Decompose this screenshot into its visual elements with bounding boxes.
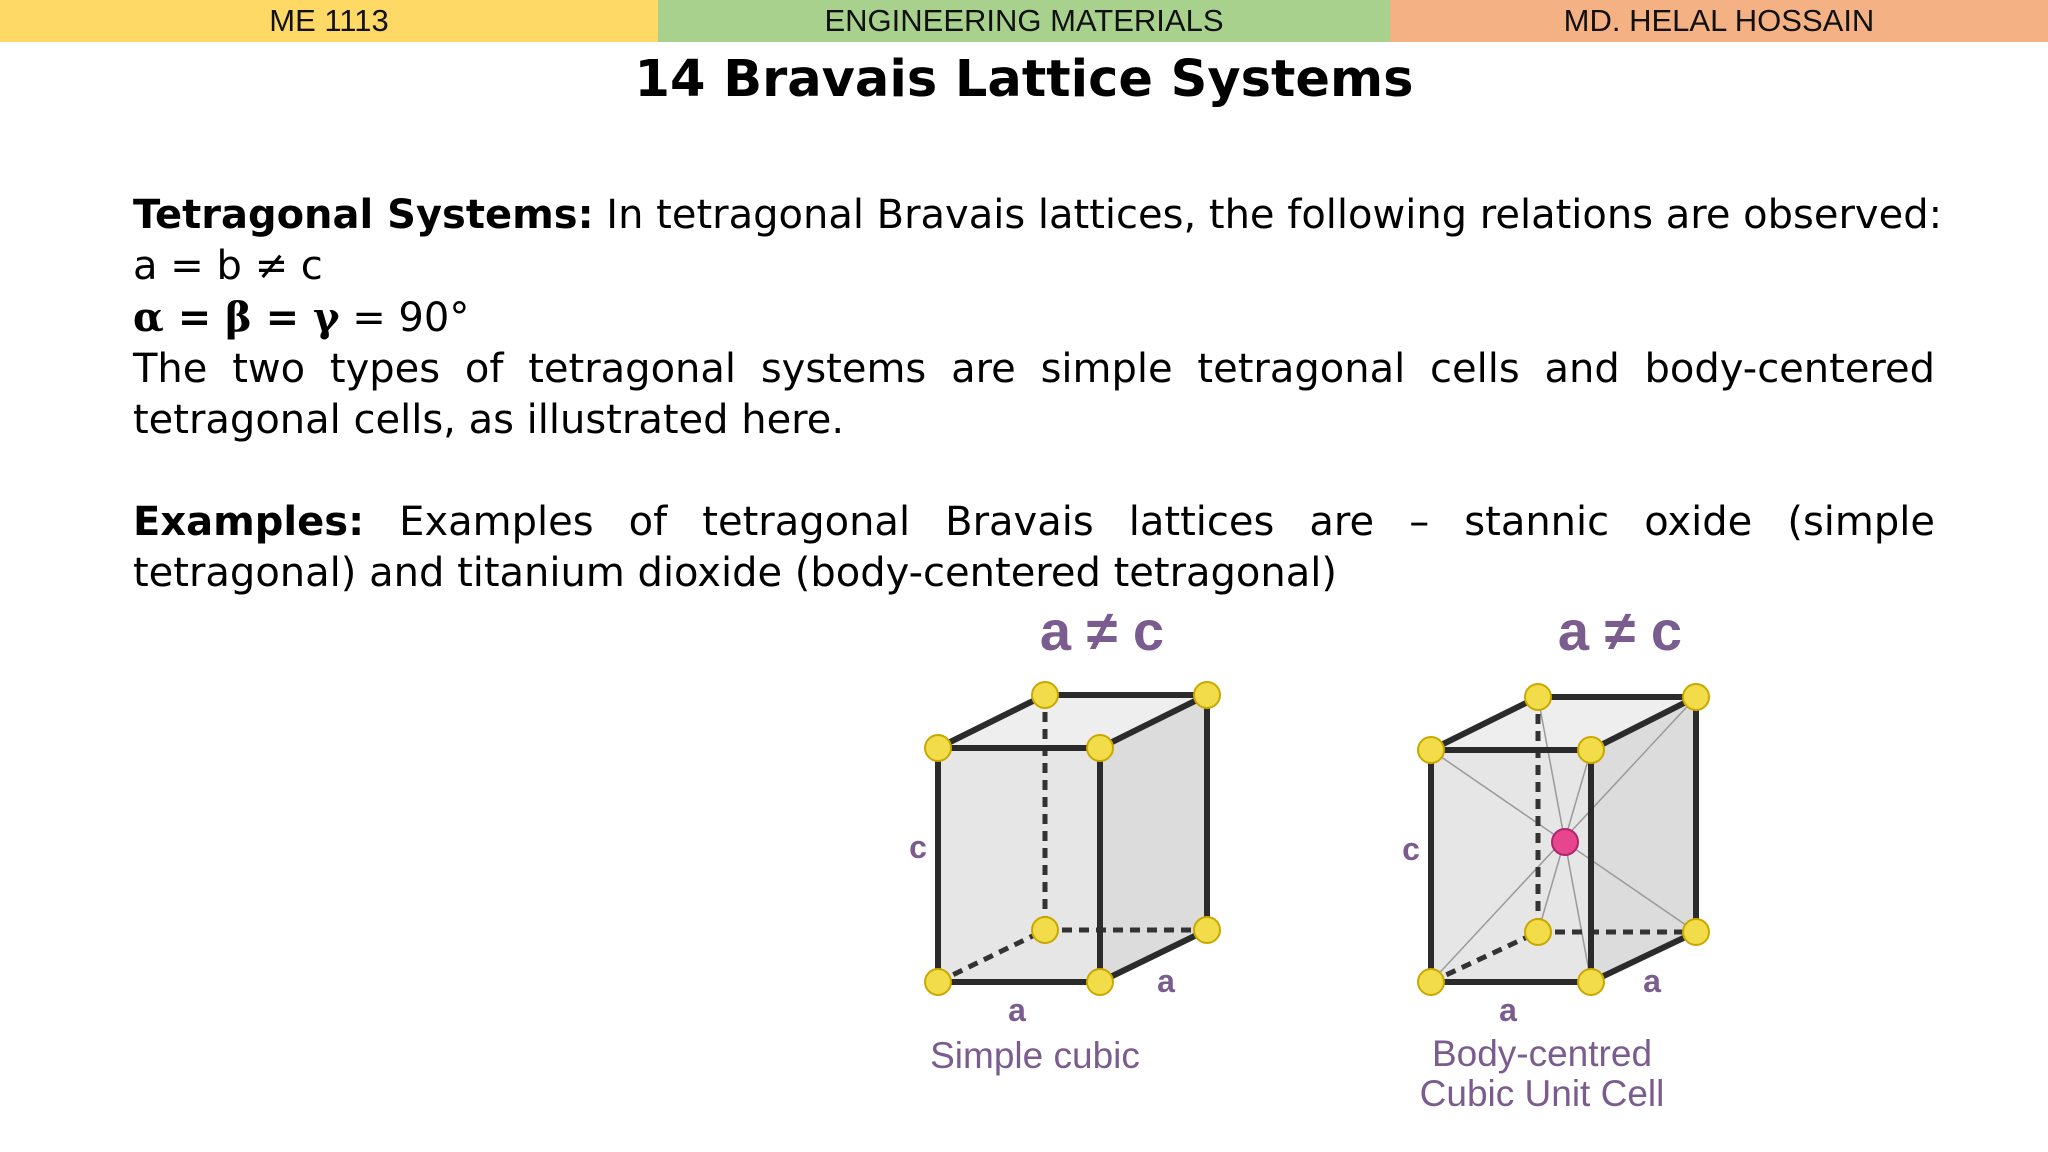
- examples-heading: Examples:: [133, 499, 365, 545]
- bct-side-face: [1591, 697, 1696, 982]
- simple-top-face: [938, 695, 1207, 748]
- angle-greek: α = β = γ: [133, 294, 340, 341]
- simple-corner-atoms: [924, 681, 1221, 996]
- bct-cell-title: a ≠ c: [1558, 600, 1682, 662]
- slide-body: Tetragonal Systems: In tetragonal Bravai…: [133, 190, 1942, 599]
- simple-tetragonal-cell: a ≠ c c a a Simple cubic: [909, 600, 1221, 1076]
- examples-line-1: Examples: Examples of tetragonal Bravais…: [133, 497, 1935, 548]
- simple-hidden-edge-left: [936, 927, 1047, 985]
- paragraph-gap: [133, 446, 1935, 497]
- axis-relation: a = b ≠ c: [133, 243, 323, 289]
- bct-top-face: [1431, 697, 1696, 750]
- body-centred-tetragonal-cell: a ≠ c: [1402, 600, 1710, 1114]
- simple-side-face: [1100, 695, 1207, 982]
- simple-cell-title: a ≠ c: [1040, 600, 1164, 662]
- types-line-1: The two types of tetragonal systems are …: [133, 346, 1935, 392]
- types-line-2: tetragonal cells, as illustrated here.: [133, 397, 845, 443]
- bct-label-c: c: [1402, 831, 1420, 867]
- simple-label-a-side: a: [1157, 963, 1175, 999]
- tetragonal-intro-line: Tetragonal Systems: In tetragonal Bravai…: [133, 190, 1942, 241]
- angle-relation: α = β = γ = 90°: [133, 292, 1935, 344]
- course-name: ENGINEERING MATERIALS: [658, 0, 1390, 42]
- slide-title: 14 Bravais Lattice Systems: [634, 50, 1414, 109]
- tetragonal-heading: Tetragonal Systems:: [133, 192, 594, 238]
- simple-label-c: c: [909, 829, 927, 865]
- bct-corner-atoms: [1417, 683, 1710, 996]
- simple-caption: Simple cubic: [930, 1035, 1140, 1076]
- bct-caption-line-1: Body-centred: [1432, 1033, 1652, 1074]
- bct-center-atom: [1551, 828, 1579, 856]
- bct-front-face: [1431, 750, 1591, 982]
- tetragonal-cells-figure: a ≠ c c a a Simple cubic: [909, 600, 1710, 1114]
- bct-label-a-side: a: [1643, 963, 1661, 999]
- angle-value: = 90°: [339, 295, 470, 341]
- simple-label-a-front: a: [1008, 992, 1026, 1028]
- header-bar: ME 1113 ENGINEERING MATERIALS MD. HELAL …: [0, 0, 2048, 42]
- bct-caption-line-2: Cubic Unit Cell: [1420, 1073, 1665, 1114]
- instructor-name: MD. HELAL HOSSAIN: [1390, 0, 2048, 42]
- course-code: ME 1113: [0, 0, 658, 42]
- bct-label-a-front: a: [1499, 992, 1517, 1028]
- examples-text: Examples of tetragonal Bravais lattices …: [364, 499, 1935, 545]
- simple-front-face: [938, 748, 1100, 982]
- tetragonal-intro: In tetragonal Bravais lattices, the foll…: [593, 192, 1943, 238]
- bct-hidden-edge-left: [1429, 929, 1540, 985]
- examples-line-2: tetragonal) and titanium dioxide (body-c…: [133, 550, 1337, 596]
